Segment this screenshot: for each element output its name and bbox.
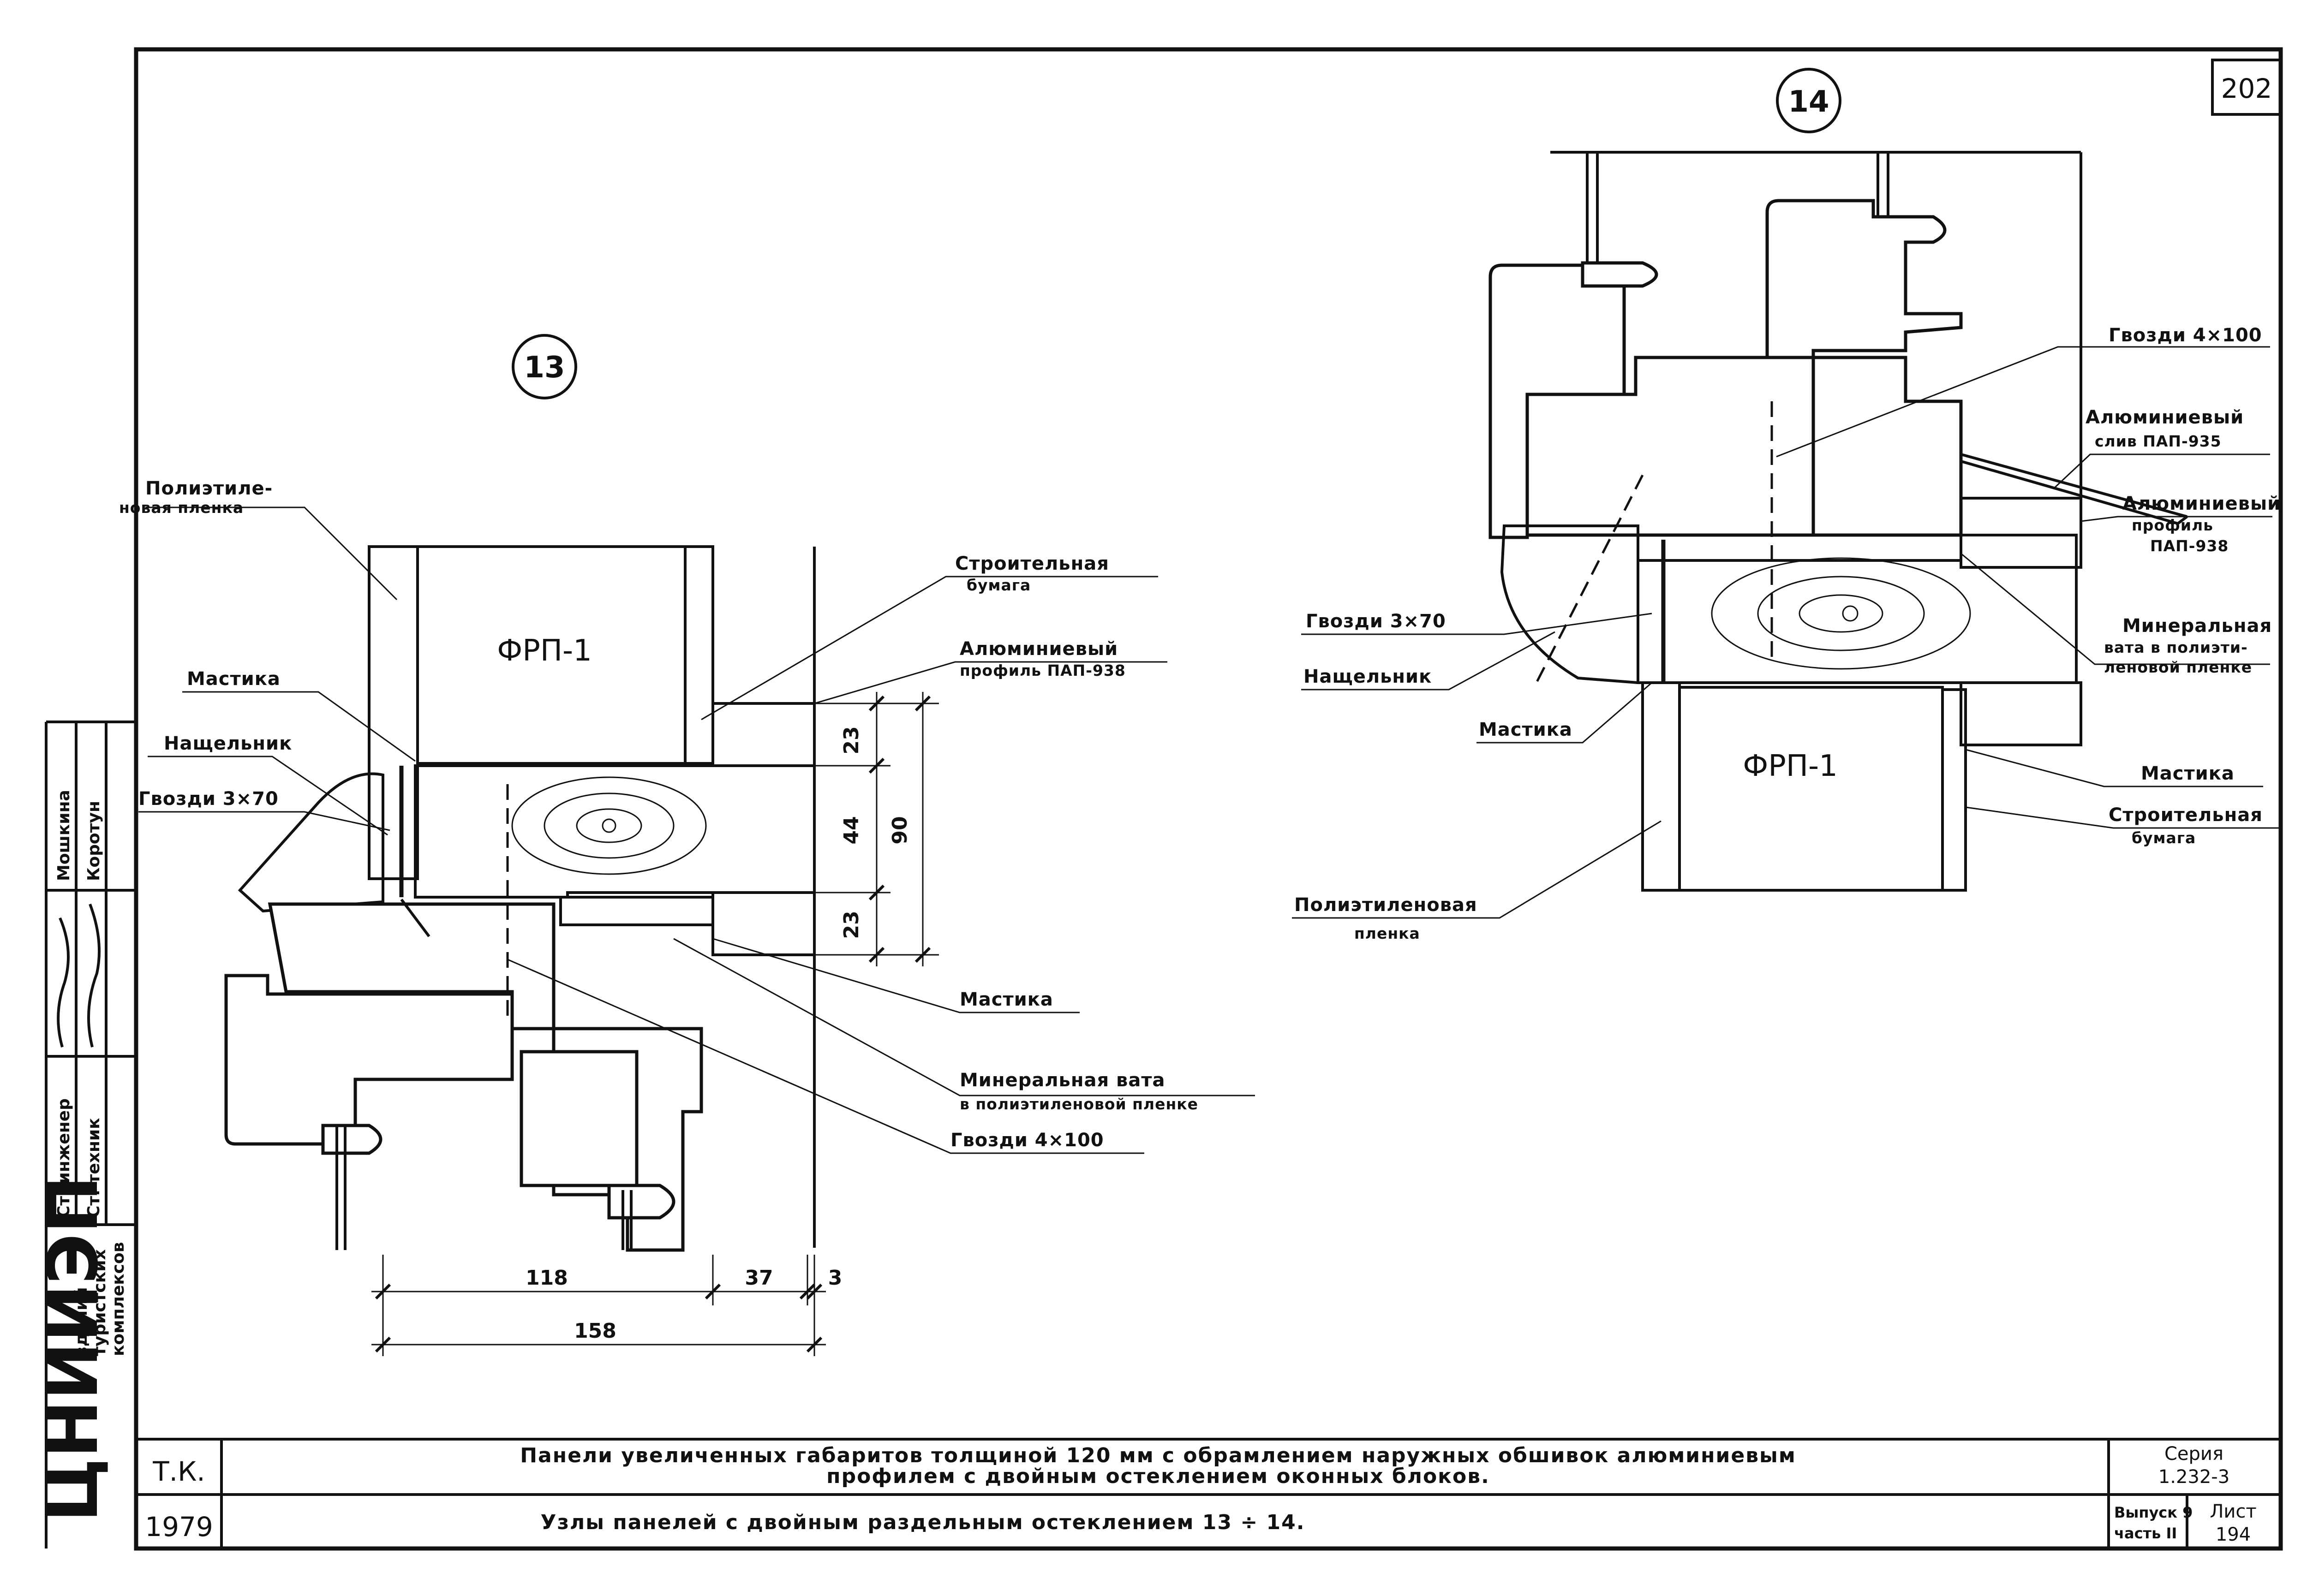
signature-1 xyxy=(57,917,70,1048)
sheet-number-box: 202 xyxy=(2211,59,2282,116)
horizontal-dimensions-13: 118 37 3 158 xyxy=(371,1255,842,1356)
panel-label-13: ФРП-1 xyxy=(497,634,592,668)
label-mineral-14a: Минеральная xyxy=(2122,615,2272,637)
batten-13 xyxy=(238,772,384,913)
dim-v2-13: 44 xyxy=(840,816,863,844)
sash-outer-13 xyxy=(224,974,514,1146)
label-nails-3x70-14: Гвозди 3×70 xyxy=(1306,611,1446,632)
label-mineral-14c: леновой пленке xyxy=(2104,658,2252,676)
sash-inner-14 xyxy=(1765,199,1963,369)
detail-14: 14 ФРП-1 xyxy=(1292,68,2281,942)
dim-h1-13: 118 xyxy=(526,1266,568,1290)
label-film-14b: пленка xyxy=(1354,924,1420,942)
wood-frame-14 xyxy=(1637,534,2078,684)
batten-14 xyxy=(1500,524,1639,685)
detail-13-marker-label: 13 xyxy=(524,351,565,385)
label-profile-14c: ПАП-938 xyxy=(2150,537,2229,555)
title-block: Т.К. 1979 Панели увеличенных габаритов т… xyxy=(136,1438,2281,1548)
tb-series-value: 1.232-3 xyxy=(2158,1466,2229,1488)
stamp-name-2: Коротун xyxy=(84,801,103,881)
label-mastic-14-left: Мастика xyxy=(1479,719,1572,740)
tb-issue: Выпуск 9 xyxy=(2114,1504,2193,1521)
label-profile-13b: профиль ПАП-938 xyxy=(960,661,1126,679)
dim-v1-13: 23 xyxy=(840,726,863,754)
label-mastic-13-bottom: Мастика xyxy=(960,989,1053,1010)
label-drip-14a: Алюминиевый xyxy=(2086,407,2244,428)
label-nails-3x70-13: Гвозди 3×70 xyxy=(138,788,279,810)
mineral-wool-14 xyxy=(1637,534,1962,562)
paper-layer-14 xyxy=(1941,688,1967,892)
label-batten-13: Нащельник xyxy=(164,733,292,754)
label-nails-4x100-14: Гвозди 4×100 xyxy=(2109,325,2262,346)
side-stamp: ЦНИИЭП зданий туристских комплексов Ст. … xyxy=(33,721,136,1548)
tb-title-line2: профилем с двойным остеклением оконных б… xyxy=(826,1465,1490,1488)
label-nails-4x100-13: Гвозди 4×100 xyxy=(950,1130,1104,1151)
detail-13: 13 ФРП-1 xyxy=(119,334,1255,1356)
mineral-wool-13 xyxy=(559,896,714,926)
profile-938-bottom-14 xyxy=(1960,681,2082,746)
tb-title-line1: Панели увеличенных габаритов толщиной 12… xyxy=(520,1444,1796,1467)
tb-sheet-value: 194 xyxy=(2216,1524,2251,1545)
panel-label-14: ФРП-1 xyxy=(1743,749,1838,783)
label-paper-14a: Строительная xyxy=(2109,804,2263,826)
stamp-dept-3: комплексов xyxy=(109,1242,128,1356)
wood-frame-13 xyxy=(414,764,816,899)
stamp-org: ЦНИИЭП xyxy=(33,1176,114,1522)
label-mineral-13b: в полиэтиленовой пленке xyxy=(960,1095,1198,1113)
tb-subtitle: Узлы панелей с двойным раздельным остекл… xyxy=(541,1511,1305,1534)
label-film-13a: Полиэтиле- xyxy=(145,478,273,499)
label-batten-14: Нащельник xyxy=(1303,666,1432,687)
dim-h3-13: 3 xyxy=(828,1266,843,1290)
label-drip-14b: слив ПАП-935 xyxy=(2095,432,2222,450)
label-paper-13a: Строительная xyxy=(955,553,1109,574)
film-layer-14 xyxy=(1641,681,1681,892)
tb-tk: Т.К. xyxy=(152,1456,205,1487)
sheet-number: 202 xyxy=(2221,73,2272,104)
stamp-dept-1: зданий xyxy=(72,1287,91,1356)
profile-938-top xyxy=(711,702,816,767)
sheet-frame xyxy=(134,47,2283,1551)
drip-935 xyxy=(1960,453,2187,518)
detail-14-marker-label: 14 xyxy=(1788,85,1829,119)
stamp-name-1: Мошкина xyxy=(54,790,73,881)
stamp-role-1: Ст. инженер xyxy=(54,1098,73,1218)
label-profile-14b: профиль xyxy=(2132,516,2213,534)
paper-layer-13 xyxy=(684,545,714,765)
label-film-13b: новая пленка xyxy=(119,499,244,517)
label-mastic-13-top: Мастика xyxy=(187,668,281,690)
detail-13-marker xyxy=(512,334,577,399)
label-film-14a: Полиэтиленовая xyxy=(1294,894,1477,916)
label-paper-14b: бумага xyxy=(2132,829,2196,847)
detail-14-marker xyxy=(1776,68,1841,133)
label-paper-13b: бумага xyxy=(967,576,1031,594)
stamp-dept-2: туристских xyxy=(90,1249,109,1356)
vertical-dimensions-13: 23 44 23 90 xyxy=(814,692,939,966)
dim-h2-13: 37 xyxy=(745,1266,773,1290)
label-profile-13a: Алюминиевый xyxy=(960,638,1118,660)
signature-2 xyxy=(87,903,101,1048)
profile-938-bottom xyxy=(711,891,816,956)
profile-938-top-14 xyxy=(1960,497,2082,569)
dim-htotal-13: 158 xyxy=(574,1319,616,1343)
tb-sheet-label: Лист xyxy=(2210,1501,2256,1522)
tb-series-label: Серия xyxy=(2164,1443,2223,1465)
label-mineral-13a: Минеральная вата xyxy=(960,1070,1165,1091)
label-mineral-14b: вата в полиэти- xyxy=(2104,638,2248,656)
stamp-role-2: Ст. техник xyxy=(84,1118,103,1218)
tb-part: часть II xyxy=(2114,1525,2177,1542)
label-profile-14a: Алюминиевый xyxy=(2122,493,2281,514)
tb-year: 1979 xyxy=(145,1511,213,1542)
label-mastic-14-right: Мастика xyxy=(2141,763,2235,784)
dim-vtotal-13: 90 xyxy=(888,816,912,844)
dim-v3-13: 23 xyxy=(840,911,863,939)
